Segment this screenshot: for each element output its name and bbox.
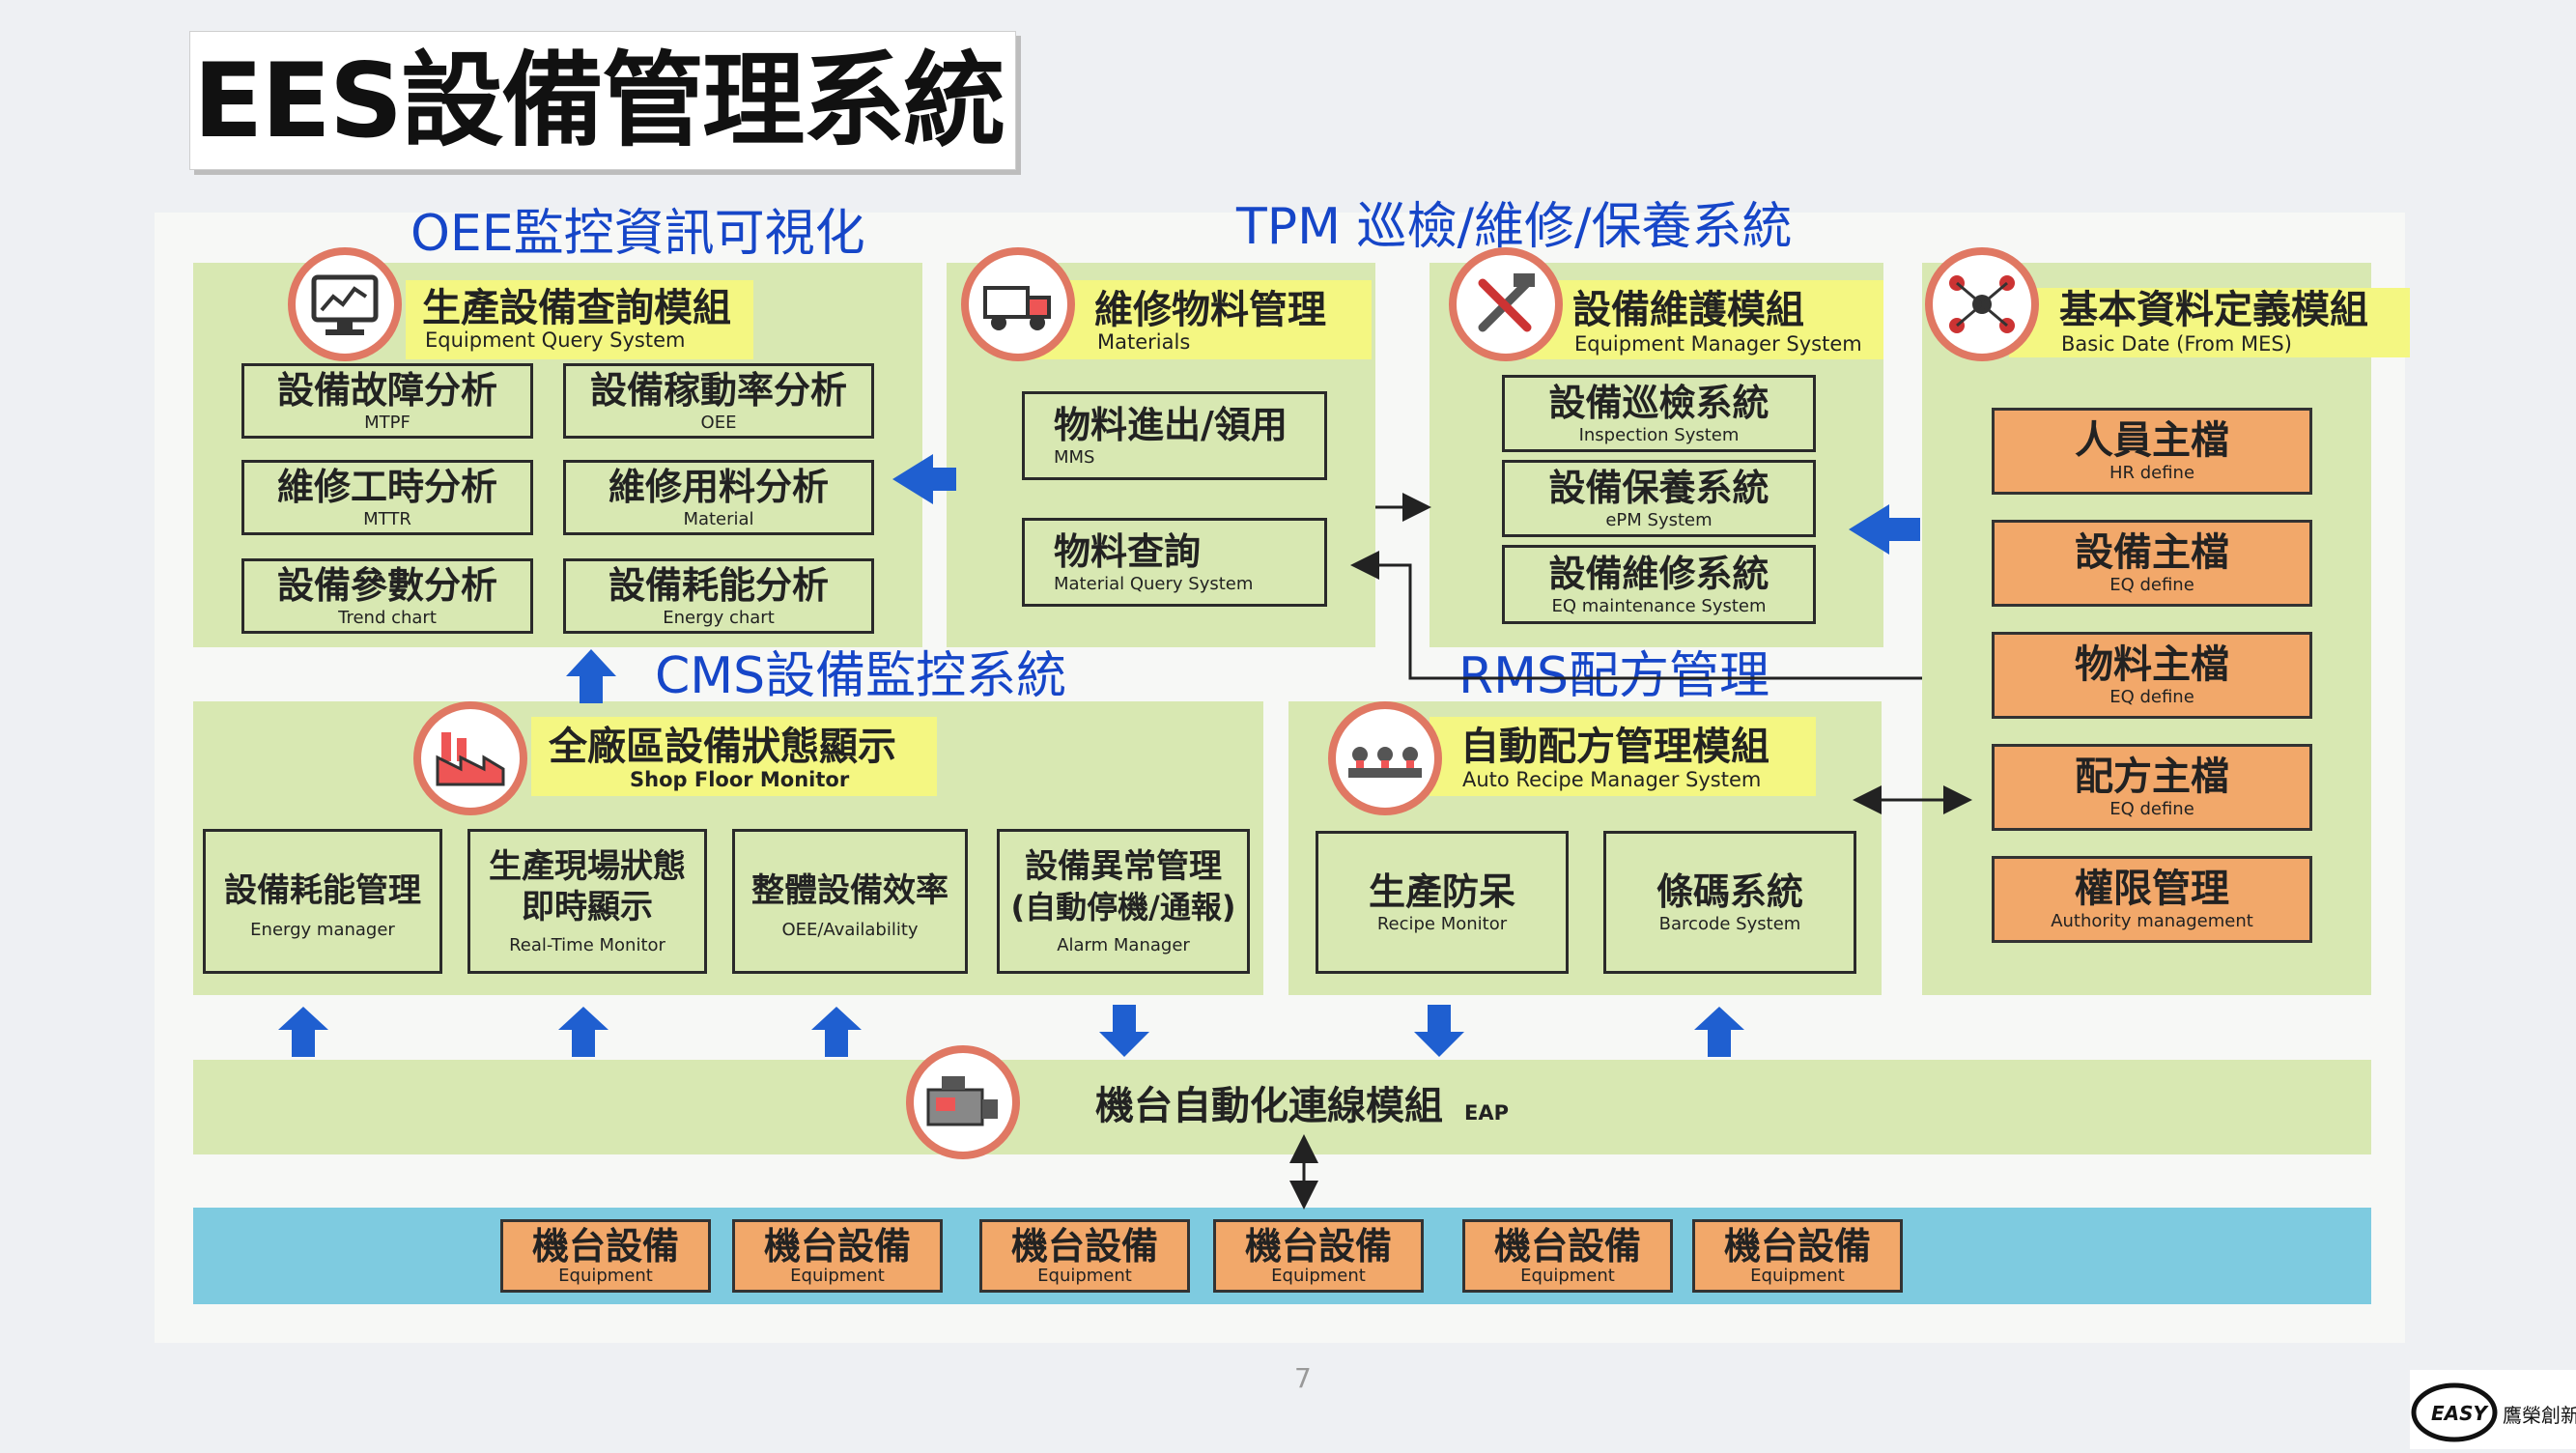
- module-title-maintain: 設備維護模組: [1572, 288, 1804, 332]
- network-people-icon: [1925, 247, 2039, 361]
- arrow-down-icon: [1099, 1005, 1149, 1057]
- factory-icon: [413, 701, 527, 815]
- module-title-eap: 機台自動化連線模組: [1095, 1084, 1443, 1128]
- module-sub-query: Equipment Query System: [425, 328, 686, 352]
- module-title-query: 生產設備查詢模組: [422, 286, 731, 330]
- company-logo: EASY 鷹榮創新: [2410, 1370, 2576, 1449]
- label-tpm: TPM 巡檢/維修/保養系統: [1236, 198, 1793, 256]
- highlight-recipe: [1430, 717, 1816, 796]
- module-sub-basic: Basic Date (From MES): [2061, 332, 2292, 356]
- highlight-basic: [2009, 288, 2410, 357]
- module-sub-eap: EAP: [1464, 1101, 1509, 1125]
- highlight-maintain: [1526, 280, 1883, 359]
- svg-text:鷹榮創新: 鷹榮創新: [2503, 1404, 2576, 1427]
- arrow-down-icon: [1414, 1005, 1464, 1057]
- module-title-basic: 基本資料定義模組: [2059, 288, 2368, 332]
- machine-icon: [906, 1045, 1020, 1159]
- robot-arms-icon: [1328, 701, 1442, 815]
- module-sub-shopfloor: Shop Floor Monitor: [630, 768, 850, 791]
- wrench-hammer-icon: [1449, 247, 1563, 361]
- module-title-materials: 維修物料管理: [1094, 288, 1326, 332]
- arrow-up-icon: [1694, 1007, 1744, 1057]
- label-oee: OEE監控資訊可視化: [410, 205, 865, 263]
- module-title-recipe: 自動配方管理模組: [1460, 725, 1769, 769]
- page-title: EES設備管理系統: [193, 42, 1005, 160]
- label-cms: CMS設備監控系統: [655, 647, 1067, 705]
- module-sub-recipe: Auto Recipe Manager System: [1462, 768, 1762, 791]
- highlight-materials: [1024, 280, 1372, 359]
- truck-icon: [961, 247, 1075, 361]
- shopfloor-item: 設備異常管理(自動停機/通報)Alarm Manager: [997, 829, 1250, 974]
- arrow-left-icon: [892, 454, 956, 504]
- module-sub-maintain: Equipment Manager System: [1574, 332, 1862, 356]
- module-sub-materials: Materials: [1097, 330, 1191, 354]
- title-box: [189, 31, 1016, 170]
- panel-eap: [193, 1060, 2371, 1154]
- arrow-left-icon: [1849, 504, 1920, 555]
- arrow-up-icon: [558, 1007, 609, 1057]
- monitor-chart-icon: [288, 247, 402, 361]
- module-title-shopfloor: 全廠區設備狀態顯示: [549, 725, 896, 769]
- arrow-up-icon: [566, 649, 616, 703]
- arrow-up-icon: [811, 1007, 862, 1057]
- label-rms: RMS配方管理: [1458, 647, 1770, 705]
- svg-text:EASY: EASY: [2431, 1402, 2490, 1425]
- highlight-query: [406, 280, 753, 359]
- arrow-up-icon: [278, 1007, 328, 1057]
- highlight-shopfloor: [531, 717, 937, 796]
- page-number: 7: [1294, 1362, 1312, 1394]
